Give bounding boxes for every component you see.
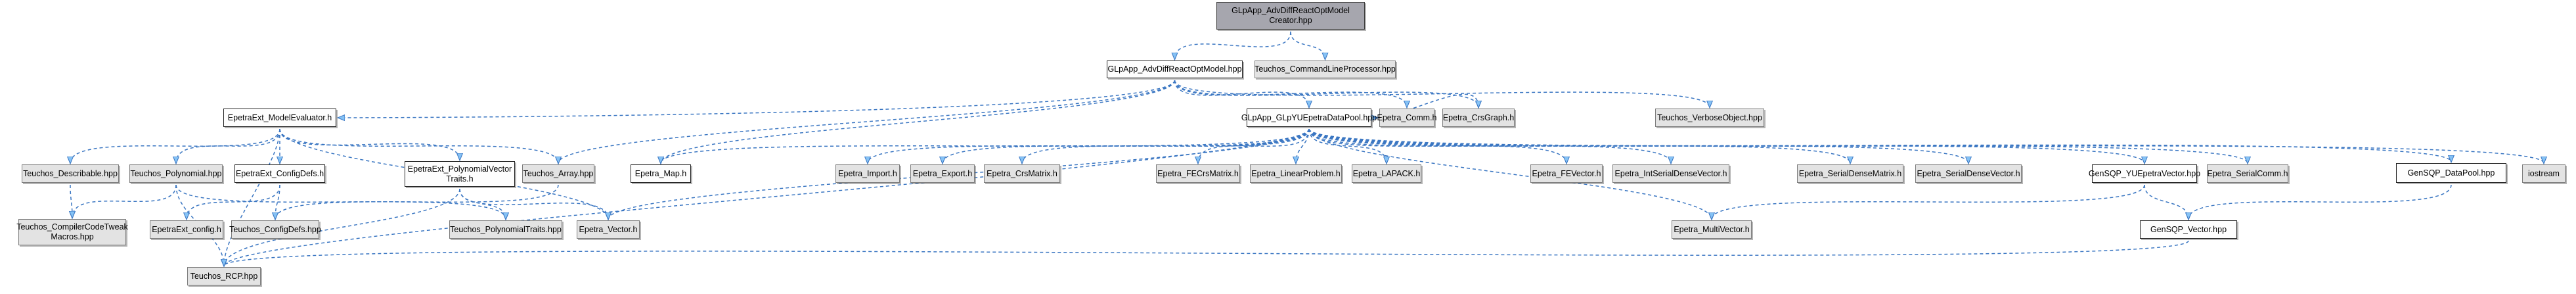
node-advdiff-model[interactable]: GLpApp_AdvDiffReactOptModel.hpp xyxy=(1107,61,1243,78)
edge-yuepetravector-to-multivector xyxy=(1712,184,2145,219)
node-yuepetravector[interactable]: GenSQP_YUEpetraVector.hpp xyxy=(2089,164,2200,183)
node-datapool[interactable]: GLpApp_GLpYUEpetraDataPool.hpp xyxy=(1241,109,1377,127)
node-linearproblem[interactable]: Epetra_LinearProblem.h xyxy=(1250,164,1342,183)
node-ee-config[interactable]: EpetraExt_config.h xyxy=(150,220,223,239)
node-serialdensematrix[interactable]: Epetra_SerialDenseMatrix.h xyxy=(1797,164,1903,183)
node-multivector[interactable]: Epetra_MultiVector.h xyxy=(1672,220,1752,239)
node-verbose[interactable]: Teuchos_VerboseObject.hpp xyxy=(1655,109,1764,127)
node-lapack[interactable]: Epetra_LAPACK.h xyxy=(1352,164,1421,183)
edge-advdiff-model-to-map xyxy=(661,80,1176,163)
edge-modelevaluator-to-array xyxy=(279,128,558,163)
node-polynomial[interactable]: Teuchos_Polynomial.hpp xyxy=(129,164,223,183)
node-fevector[interactable]: Epetra_FEVector.h xyxy=(1530,164,1603,183)
node-serialdensevector[interactable]: Epetra_SerialDenseVector.h xyxy=(1915,164,2022,183)
node-t-configdefs[interactable]: Teuchos_ConfigDefs.hpp xyxy=(229,220,321,239)
edge-advdiff-model-to-comm xyxy=(1174,80,1408,107)
node-export[interactable]: Epetra_Export.h xyxy=(910,164,975,183)
node-cmdline[interactable]: Teuchos_CommandLineProcessor.hpp xyxy=(1255,61,1396,78)
node-serialcomm[interactable]: Epetra_SerialComm.h xyxy=(2207,164,2288,183)
node-map[interactable]: Epetra_Map.h xyxy=(631,164,691,183)
edge-advdiff-model-to-datapool xyxy=(1174,80,1310,107)
edge-datapool-to-serialcomm xyxy=(1308,128,2248,163)
node-rcp[interactable]: Teuchos_RCP.hpp xyxy=(187,267,261,285)
node-gensqp-vector[interactable]: GenSQP_Vector.hpp xyxy=(2140,220,2237,239)
edge-datapool-to-lapack xyxy=(1308,128,1387,163)
edge-modelevaluator-to-polynomial xyxy=(176,128,280,163)
node-modelevaluator[interactable]: EpetraExt_ModelEvaluator.h xyxy=(223,109,336,127)
node-comm[interactable]: Epetra_Comm.h xyxy=(1377,109,1437,127)
edge-datapool-to-fecrsmatrix xyxy=(1198,128,1310,163)
edge-advdiff-model-to-crsgraph xyxy=(1174,80,1479,107)
node-crsmatrix[interactable]: Epetra_CrsMatrix.h xyxy=(984,164,1060,183)
edge-ee-configdefs-to-ee-config xyxy=(187,184,280,219)
node-crsgraph[interactable]: Epetra_CrsGraph.h xyxy=(1442,109,1515,127)
edge-modelevaluator-to-rcp xyxy=(224,128,280,266)
edge-gensqp-datapool-to-gensqp-vector xyxy=(2188,184,2452,219)
node-polytraits[interactable]: Teuchos_PolynomialTraits.hpp xyxy=(449,220,562,239)
edge-datapool-to-linearproblem xyxy=(1296,128,1310,163)
edge-datapool-to-export xyxy=(943,128,1310,163)
edge-gensqp-vector-to-rcp xyxy=(224,240,2189,266)
node-array[interactable]: Teuchos_Array.hpp xyxy=(522,164,594,183)
edge-array-to-t-configdefs xyxy=(275,184,559,219)
edge-advdiff-model-to-modelevaluator xyxy=(338,80,1176,118)
node-cctm[interactable]: Teuchos_CompilerCodeTweak Macros.hpp xyxy=(16,219,128,245)
node-import[interactable]: Epetra_Import.h xyxy=(835,164,900,183)
node-pvt[interactable]: EpetraExt_PolynomialVector Traits.h xyxy=(405,161,515,187)
edge-pvt-to-evector xyxy=(459,188,608,219)
edge-root-to-cmdline xyxy=(1290,31,1325,59)
node-fecrsmatrix[interactable]: Epetra_FECrsMatrix.h xyxy=(1156,164,1240,183)
edge-pvt-to-rcp xyxy=(224,188,460,266)
edge-datapool-to-multivector xyxy=(1308,128,1712,219)
node-root: GLpApp_AdvDiffReactOptModel Creator.hpp xyxy=(1216,2,1365,30)
edge-advdiff-model-to-array xyxy=(558,80,1176,163)
node-iostream[interactable]: iostream xyxy=(2522,164,2565,183)
edge-root-to-advdiff-model xyxy=(1175,31,1291,59)
node-ee-configdefs[interactable]: EpetraExt_ConfigDefs.h xyxy=(234,164,325,183)
node-describable[interactable]: Teuchos_Describable.hpp xyxy=(22,164,119,183)
node-gensqp-datapool[interactable]: GenSQP_DataPool.hpp xyxy=(2396,163,2506,183)
node-evector[interactable]: Epetra_Vector.h xyxy=(577,220,640,239)
node-intserialdensevector[interactable]: Epetra_IntSerialDenseVector.h xyxy=(1612,164,1729,183)
edge-datapool-to-iostream xyxy=(1308,128,2544,163)
edge-datapool-to-crsmatrix xyxy=(1022,128,1310,163)
edge-polynomial-to-cctm xyxy=(72,184,177,218)
